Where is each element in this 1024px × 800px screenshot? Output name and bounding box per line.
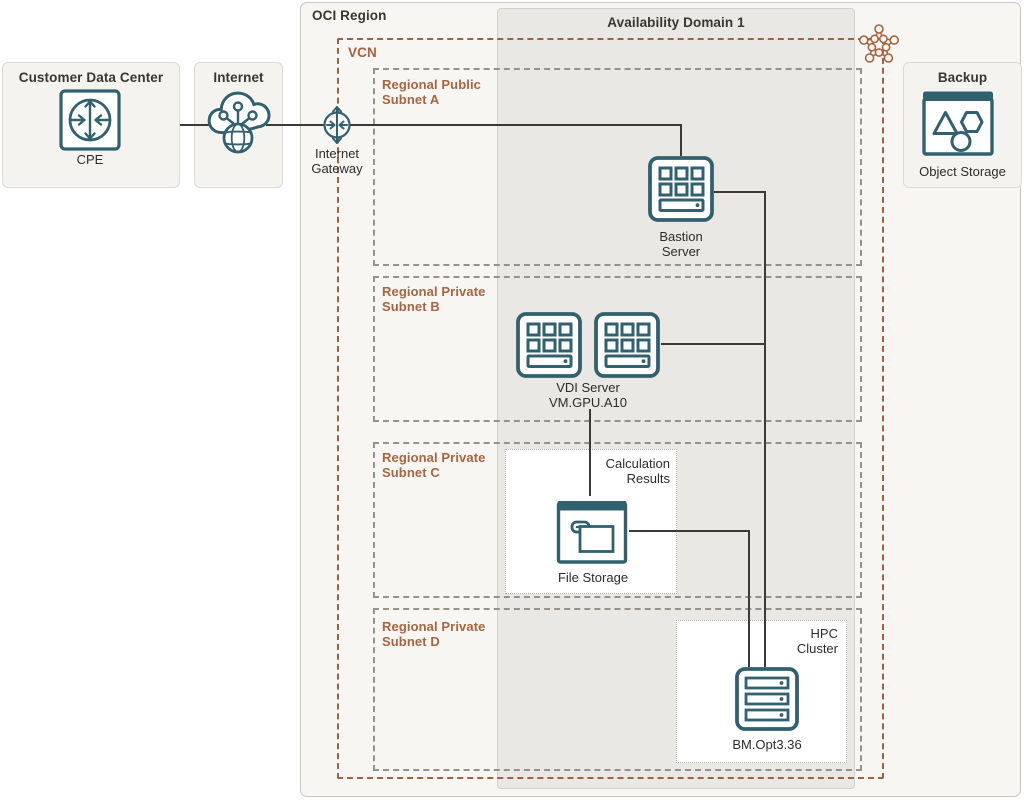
internet-title: Internet bbox=[213, 70, 264, 85]
vcn-icon bbox=[859, 24, 900, 63]
vdi-server-icon-2 bbox=[594, 312, 660, 378]
subnet-a-boundary bbox=[373, 68, 862, 266]
vdi-server-icon-1 bbox=[516, 312, 582, 378]
vcn-title: VCN bbox=[348, 45, 377, 60]
cpe-router-icon bbox=[59, 89, 121, 151]
hpc-cluster-annotation: HPC Cluster bbox=[796, 626, 838, 657]
subnet-d-label: Regional Private Subnet D bbox=[382, 619, 486, 650]
availability-domain-title: Availability Domain 1 bbox=[607, 15, 745, 30]
vcn-boundary bbox=[337, 38, 884, 779]
customer-data-center-title: Customer Data Center bbox=[18, 70, 164, 85]
subnet-a-label: Regional Public Subnet A bbox=[382, 77, 482, 108]
internet-gateway-icon bbox=[323, 106, 351, 144]
internet-gateway-label: Internet Gateway bbox=[311, 146, 363, 177]
file-storage-label: File Storage bbox=[557, 570, 629, 585]
calculation-results-annotation: Calculation Results bbox=[605, 456, 670, 487]
cpe-label: CPE bbox=[76, 152, 104, 167]
subnet-c-boundary bbox=[373, 442, 862, 598]
hpc-bare-metal-icon bbox=[735, 667, 799, 731]
subnet-b-boundary bbox=[373, 276, 862, 422]
hpc-shape-label: BM.Opt3.36 bbox=[732, 737, 802, 752]
subnet-d-boundary bbox=[373, 608, 862, 771]
bastion-server-label: Bastion Server bbox=[659, 229, 703, 260]
object-storage-icon bbox=[922, 91, 994, 156]
bastion-server-icon bbox=[648, 156, 714, 222]
file-storage-icon bbox=[556, 501, 628, 564]
backup-title: Backup bbox=[937, 70, 988, 85]
internet-cloud-icon bbox=[207, 91, 271, 154]
vdi-server-label: VDI Server VM.GPU.A10 bbox=[548, 380, 628, 411]
oci-region-title: OCI Region bbox=[312, 8, 387, 23]
subnet-b-label: Regional Private Subnet B bbox=[382, 284, 486, 315]
object-storage-label: Object Storage bbox=[919, 164, 1006, 179]
subnet-c-label: Regional Private Subnet C bbox=[382, 450, 486, 481]
